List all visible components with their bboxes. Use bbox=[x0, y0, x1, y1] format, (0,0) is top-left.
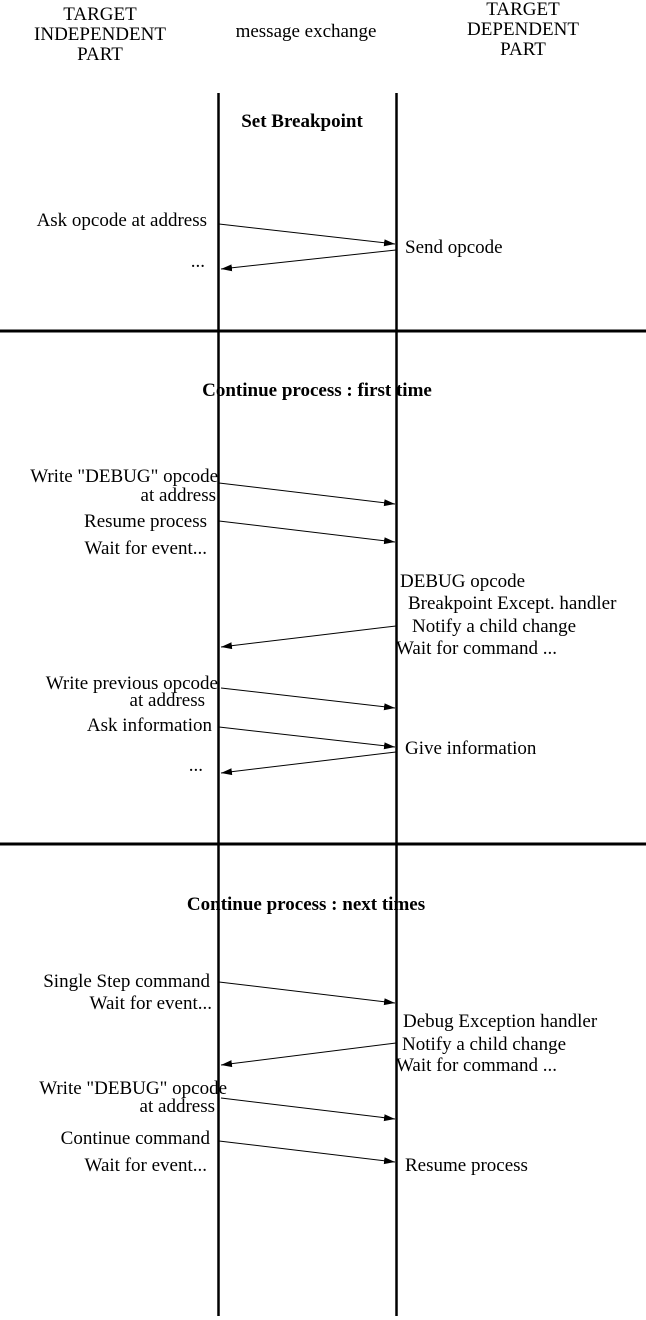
section-title-continue-first-time: Continue process : first time bbox=[202, 380, 432, 401]
header-line: PART bbox=[77, 44, 123, 65]
message-arrow bbox=[220, 249, 397, 272]
message-label: ... bbox=[190, 251, 205, 272]
message-label: Write "DEBUG" opcode bbox=[39, 1078, 227, 1099]
message-arrow bbox=[220, 751, 397, 776]
header-line: TARGET bbox=[63, 4, 137, 25]
message-arrow bbox=[218, 726, 396, 750]
message-label: Resume process bbox=[84, 511, 207, 532]
message-label: Breakpoint Except. handler bbox=[408, 593, 617, 614]
message-label: Wait for event... bbox=[84, 1155, 207, 1176]
message-label: Write previous opcode bbox=[45, 673, 218, 694]
message-label: ... bbox=[188, 755, 203, 776]
message-label: Wait for event... bbox=[84, 538, 207, 559]
message-arrow bbox=[218, 1140, 396, 1165]
message-label: Ask information bbox=[86, 715, 212, 736]
message-label: Write "DEBUG" opcode bbox=[30, 466, 218, 487]
message-arrow bbox=[218, 223, 396, 247]
message-label: at address bbox=[139, 1096, 215, 1117]
message-label: Wait for command ... bbox=[396, 638, 557, 659]
message-label: Send opcode bbox=[405, 237, 503, 258]
message-arrow bbox=[220, 1042, 397, 1068]
message-arrow bbox=[220, 625, 397, 650]
message-label: Give information bbox=[405, 738, 537, 759]
column-header-target-dependent: TARGET DEPENDENT PART bbox=[433, 0, 613, 60]
header-line: TARGET bbox=[486, 0, 560, 20]
message-label: DEBUG opcode bbox=[400, 571, 526, 592]
section-title-continue-next-times: Continue process : next times bbox=[186, 894, 426, 915]
section-title-set-breakpoint: Set Breakpoint bbox=[241, 111, 363, 132]
message-label: Resume process bbox=[405, 1155, 528, 1176]
message-label: Wait for event... bbox=[89, 993, 212, 1014]
message-label: Wait for command ... bbox=[396, 1055, 557, 1076]
message-arrow bbox=[218, 482, 396, 507]
message-label: at address bbox=[129, 690, 205, 711]
header-line: PART bbox=[500, 39, 546, 60]
message-label: Continue command bbox=[60, 1128, 210, 1149]
header-line: message exchange bbox=[235, 21, 377, 42]
message-label: Notify a child change bbox=[412, 616, 577, 637]
message-label: Notify a child change bbox=[402, 1034, 567, 1055]
message-label: at address bbox=[140, 485, 216, 506]
column-header-message-exchange: message exchange bbox=[221, 22, 391, 42]
message-label: Single Step command bbox=[43, 971, 210, 992]
column-header-target-independent: TARGET INDEPENDENT PART bbox=[10, 5, 190, 65]
message-label: Ask opcode at address bbox=[36, 210, 207, 231]
message-label: Debug Exception handler bbox=[403, 1011, 598, 1032]
message-arrow bbox=[220, 687, 396, 711]
header-line: INDEPENDENT bbox=[34, 24, 166, 45]
message-arrow bbox=[218, 981, 396, 1006]
header-line: DEPENDENT bbox=[467, 19, 579, 40]
message-arrow bbox=[220, 1097, 396, 1122]
message-arrow bbox=[218, 520, 396, 545]
